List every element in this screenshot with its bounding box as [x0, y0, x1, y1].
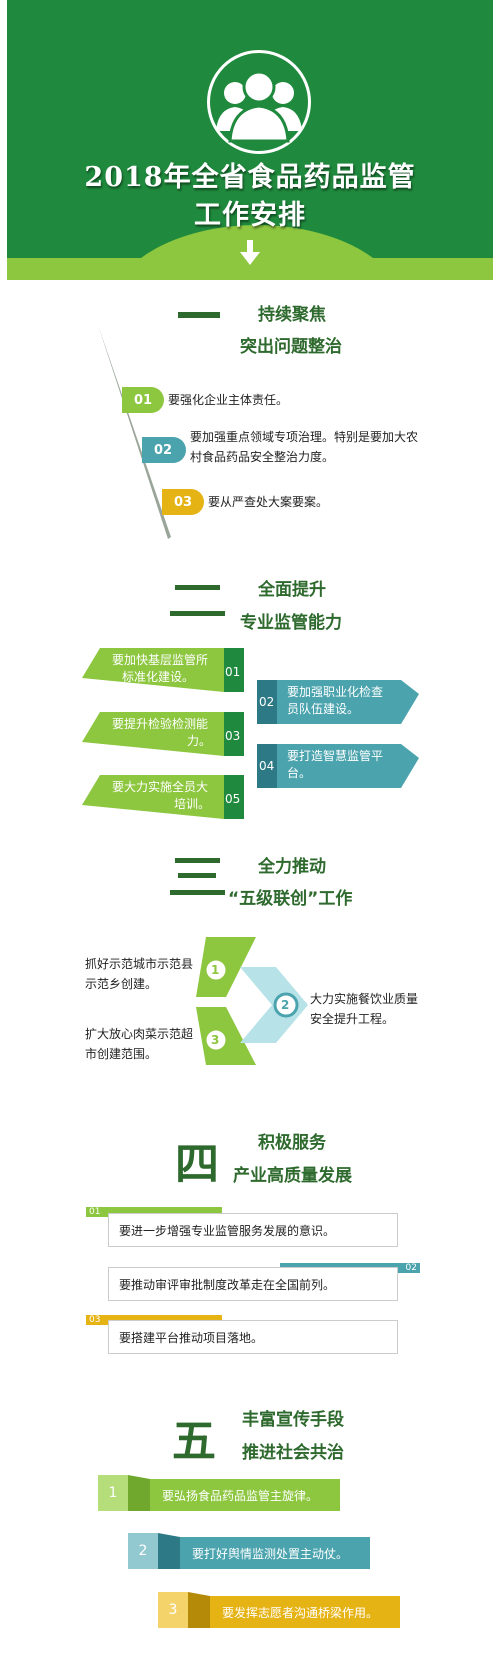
section-3-numeral-bottom — [170, 890, 225, 895]
item-2-03-text-line2: 力。 — [187, 734, 212, 748]
section-1-diagonal-line — [98, 325, 171, 539]
page-title-line2: 工作安排 — [194, 200, 306, 231]
item-5-3-text: 要发挥志愿者沟通桥梁作用。 — [210, 1596, 400, 1628]
item-4-03-text: 要搭建平台推动项目落地。 — [119, 1330, 264, 1345]
item-2-04-text-line1: 要打造智慧监管平 — [287, 749, 384, 763]
section-3-chevron-graphic — [196, 937, 308, 1065]
item-2-02-text-line2: 员队伍建设。 — [287, 702, 360, 716]
item-5-3-no: 3 — [158, 1592, 188, 1628]
item-1-02-text-line1: 要加强重点领域专项治理。特别是要加大农 — [190, 430, 419, 444]
section-1-title-line1: 持续聚焦 — [258, 305, 326, 325]
section-4-numeral: 四 — [175, 1139, 219, 1190]
item-4-01-tag: 01 — [86, 1207, 222, 1217]
item-1-03-badge: 03 — [162, 489, 204, 515]
item-2-04-text-line2: 台。 — [287, 766, 312, 780]
item-1-03-text: 要从严查处大案要案。 — [208, 495, 329, 509]
item-3-3-text-line1: 扩大放心肉菜示范超 — [85, 1027, 194, 1041]
item-2-02-no: 02 — [259, 695, 275, 709]
item-3-1-text-line1: 抓好示范城市示范县 — [85, 957, 194, 971]
item-2-01-no: 01 — [225, 665, 241, 679]
section-3-numeral-mid — [178, 873, 216, 878]
section-1-title-line2: 突出问题整治 — [240, 337, 342, 357]
item-4-03-box: 要搭建平台推动项目落地。 — [108, 1320, 398, 1354]
item-4-02-text: 要推动审评审批制度改革走在全国前列。 — [119, 1277, 336, 1292]
item-2-04-no: 04 — [259, 759, 275, 773]
section-1-numeral — [178, 312, 220, 318]
item-2-05-no: 05 — [225, 792, 241, 806]
section-4-title-line1: 积极服务 — [258, 1133, 326, 1153]
item-2-01-text-line2: 标准化建设。 — [122, 670, 195, 684]
item-5-2-no: 2 — [128, 1533, 158, 1569]
section-5-title-line2: 推进社会共治 — [242, 1443, 344, 1463]
item-3-3-text-line2: 市创建范围。 — [85, 1047, 158, 1061]
section-4-title-line2: 产业高质量发展 — [233, 1166, 352, 1186]
item-2-03-no: 03 — [225, 729, 241, 743]
header-banner — [7, 0, 493, 280]
item-5-1: 1 要弘扬食品药品监管主旋律。 — [98, 1475, 348, 1511]
down-arrow-icon — [240, 240, 260, 265]
section-2-title-line1: 全面提升 — [258, 580, 326, 600]
item-5-2-text: 要打好舆情监测处置主动仗。 — [180, 1537, 370, 1569]
section-5-title-line1: 丰富宣传手段 — [242, 1410, 344, 1430]
section-2-numeral-top — [175, 585, 220, 590]
item-5-3: 3 要发挥志愿者沟通桥梁作用。 — [158, 1592, 408, 1628]
item-4-01-text: 要进一步增强专业监管服务发展的意识。 — [119, 1223, 336, 1238]
page-title-line1: 2018年全省食品药品监管 — [84, 162, 416, 193]
item-5-1-text: 要弘扬食品药品监管主旋律。 — [150, 1479, 340, 1511]
section-5-numeral: 五 — [172, 1416, 216, 1467]
item-5-2: 2 要打好舆情监测处置主动仗。 — [128, 1533, 378, 1569]
item-3-2-no: 2 — [281, 998, 290, 1012]
item-4-01-box: 要进一步增强专业监管服务发展的意识。 — [108, 1213, 398, 1247]
item-2-01-text-line1: 要加快基层监管所 — [112, 653, 209, 667]
item-3-3-no: 3 — [211, 1033, 220, 1047]
section-2-numeral-bottom — [170, 611, 225, 616]
item-1-02-badge: 02 — [142, 437, 186, 463]
item-2-05-text-line1: 要大力实施全员大 — [112, 780, 209, 794]
people-icon — [207, 50, 311, 154]
item-3-1-no: 1 — [211, 963, 220, 977]
item-3-2-text-line2: 安全提升工程。 — [310, 1012, 395, 1026]
section-2-title-line2: 专业监管能力 — [240, 613, 342, 633]
section-3-title-line1: 全力推动 — [258, 857, 326, 877]
item-1-01-badge: 01 — [122, 387, 164, 413]
section-3-numeral-top — [175, 858, 220, 863]
item-2-05-text-line2: 培训。 — [174, 797, 211, 811]
section-3-title-line2: “五级联创”工作 — [228, 889, 353, 909]
item-2-03-text-line1: 要提升检验检测能 — [112, 717, 209, 731]
item-4-02-box: 要推动审评审批制度改革走在全国前列。 — [108, 1267, 398, 1301]
item-5-1-no: 1 — [98, 1475, 128, 1511]
item-1-02-text-line2: 村食品药品安全整治力度。 — [190, 450, 335, 464]
item-1-01-text: 要强化企业主体责任。 — [168, 393, 289, 407]
item-3-1-text-line2: 示范乡创建。 — [85, 977, 158, 991]
item-2-02-text-line1: 要加强职业化检查 — [287, 685, 384, 699]
item-3-2-text-line1: 大力实施餐饮业质量 — [310, 992, 419, 1006]
